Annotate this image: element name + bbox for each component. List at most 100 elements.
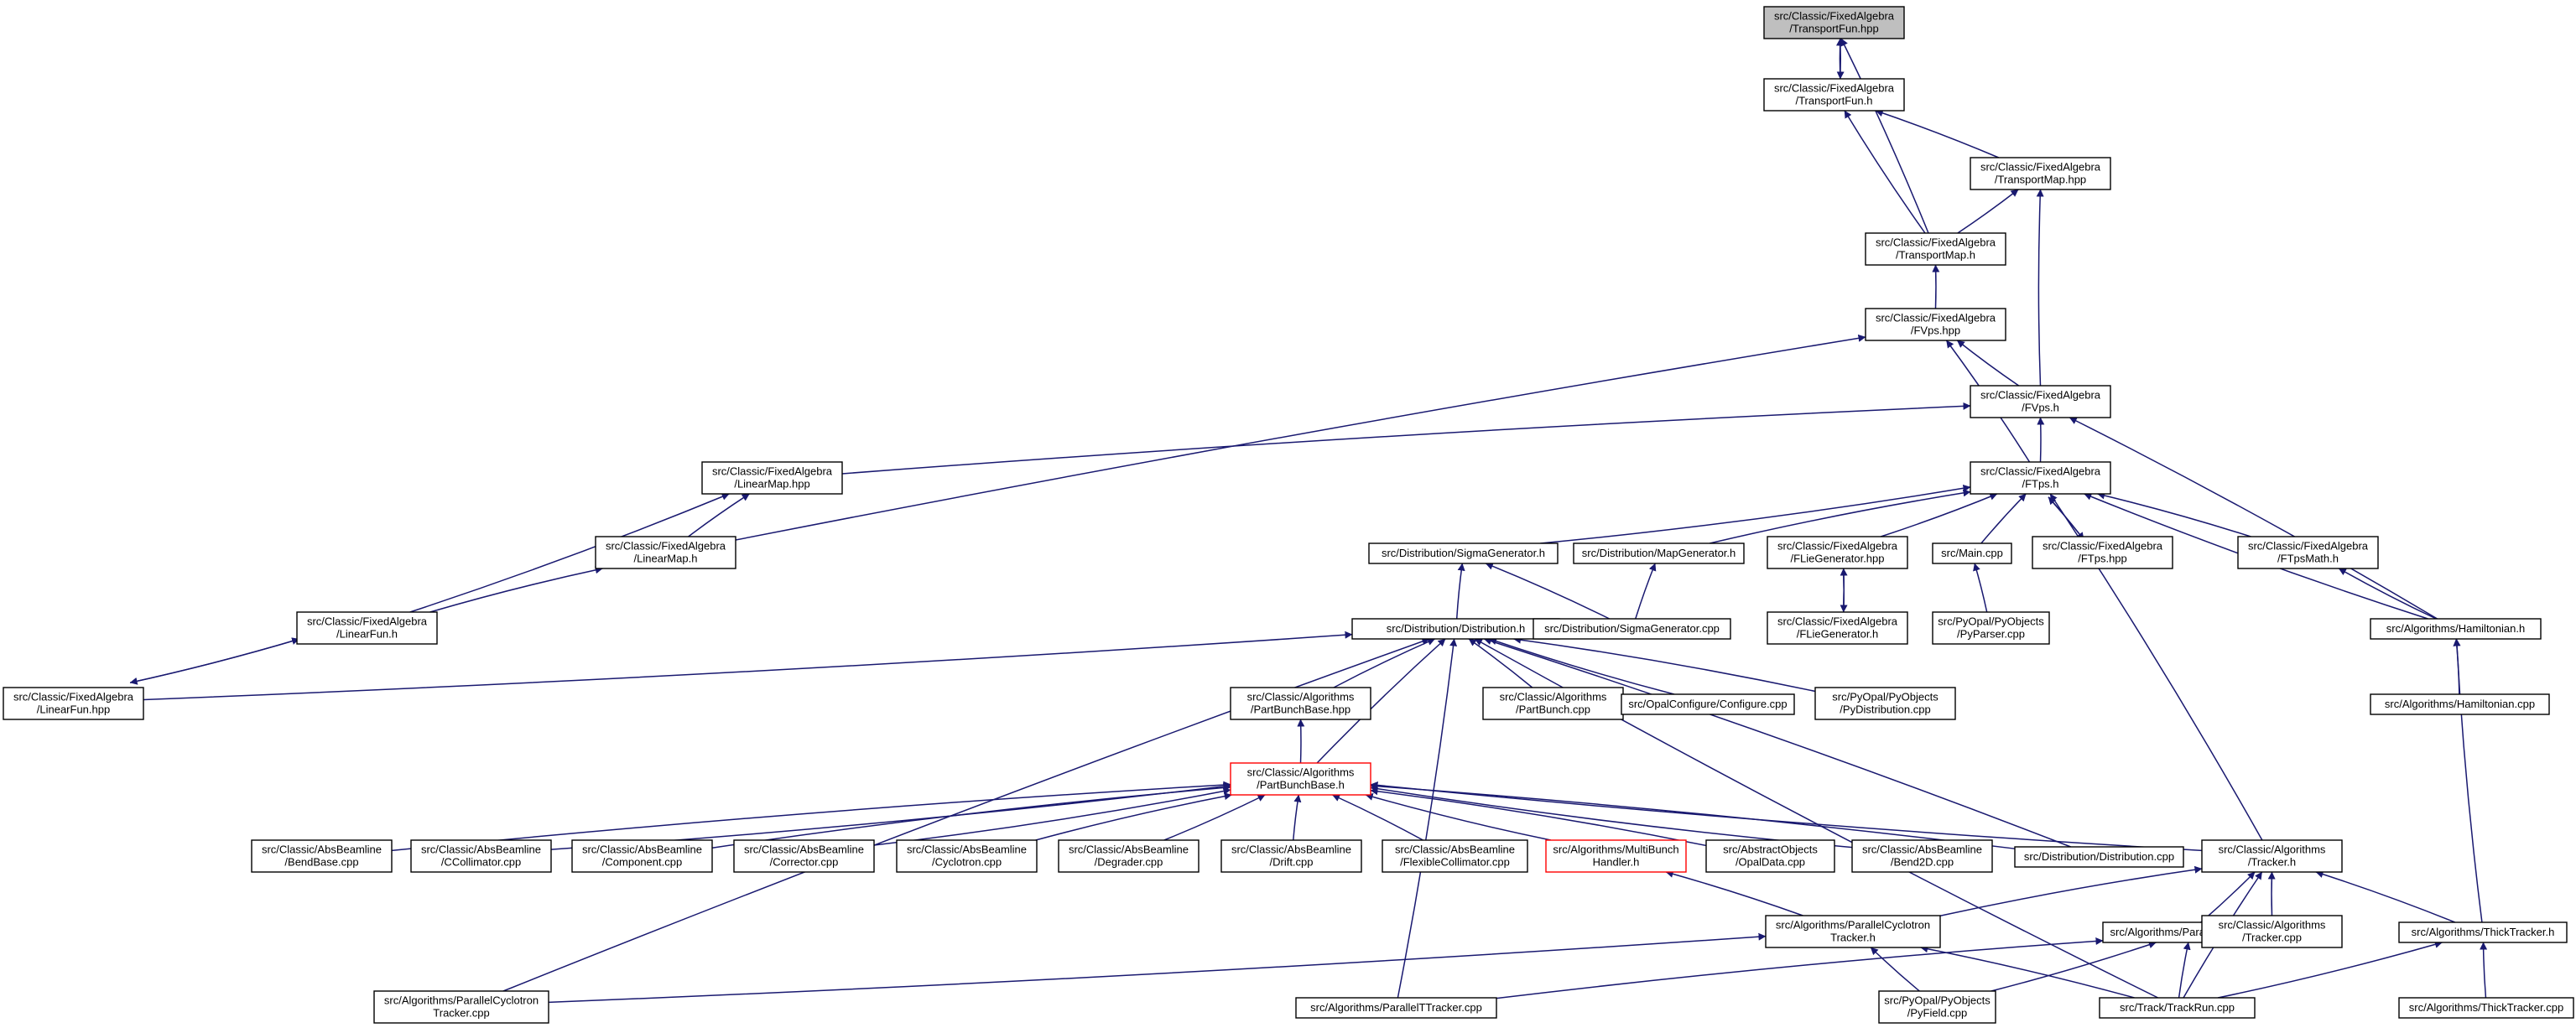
file-node[interactable]: src/Classic/FixedAlgebra/FTps.hpp [2032, 536, 2173, 569]
file-node[interactable]: src/Algorithms/ParallelCyclotronTracker.… [373, 990, 549, 1024]
node-label: src/Classic/FixedAlgebra [1774, 10, 1895, 23]
node-box [251, 839, 393, 873]
file-node[interactable]: src/Classic/FixedAlgebra/TransportMap.hp… [1970, 157, 2111, 190]
node-label: src/Classic/AbsBeamline [1069, 844, 1189, 856]
node-label: src/Classic/FixedAlgebra [606, 540, 726, 553]
edge-n7-to-n5 [841, 402, 1971, 475]
file-node[interactable]: src/Classic/AbsBeamline/CCollimator.cpp [410, 839, 552, 873]
file-node[interactable]: src/PyOpal/PyObjects/PyParser.cpp [1932, 611, 2050, 645]
file-node[interactable]: src/Track/TrackRun.cpp [2099, 997, 2256, 1019]
node-label: /Component.cpp [602, 856, 682, 869]
file-node[interactable]: src/Classic/FixedAlgebra/LinearFun.hpp [3, 687, 144, 720]
file-node[interactable]: src/Classic/Algorithms/PartBunchBase.h [1230, 762, 1371, 796]
file-node[interactable]: src/Classic/FixedAlgebra/TransportMap.h [1865, 232, 2006, 266]
edge-n46-to-n17 [1397, 638, 1458, 999]
edge-n41-to-n40 [1939, 865, 2203, 916]
file-node[interactable]: src/Classic/Algorithms/Tracker.h [2201, 839, 2343, 873]
edge-n18-to-n12 [1635, 563, 1657, 620]
node-label: src/Classic/FixedAlgebra [1876, 312, 1996, 324]
file-node[interactable]: src/PyOpal/PyObjects/PyDistribution.cpp [1814, 687, 1956, 720]
edge-n36-to-n27 [1365, 792, 1552, 841]
edge-n3-to-n1 [1844, 110, 1926, 234]
node-box [2032, 536, 2173, 569]
file-node[interactable]: src/Distribution/SigmaGenerator.cpp [1533, 618, 1731, 640]
edge-n45-to-n41 [548, 932, 1767, 1004]
node-label: src/Classic/AbsBeamline [262, 844, 382, 856]
node-box [1970, 461, 2111, 495]
file-node[interactable]: src/Classic/FixedAlgebra/FVps.h [1970, 385, 2111, 418]
file-node[interactable]: src/Classic/AbsBeamline/Component.cpp [571, 839, 713, 873]
file-node[interactable]: src/Classic/AbsBeamline/Bend2D.cpp [1851, 839, 1993, 873]
edge-n10-to-n9 [129, 637, 300, 683]
edge-n24-to-n17 [1468, 638, 1533, 688]
file-node[interactable]: src/Classic/FixedAlgebra/LinearMap.hpp [701, 461, 843, 495]
file-node[interactable]: src/Classic/FixedAlgebra/FLieGenerator.h [1767, 611, 1908, 645]
file-node[interactable]: src/Distribution/Distribution.cpp [2014, 846, 2184, 868]
file-node[interactable]: src/Classic/FixedAlgebra/TransportFun.hp… [1763, 6, 1905, 39]
node-box [2398, 997, 2574, 1019]
file-node[interactable]: src/Classic/FixedAlgebra/FVps.hpp [1865, 308, 2006, 341]
edge-n8-to-n4 [735, 334, 1866, 541]
file-node[interactable]: src/Algorithms/ParallelCyclotronTracker.… [1765, 915, 1941, 948]
file-node[interactable]: src/Algorithms/ThickTracker.cpp [2398, 997, 2574, 1019]
file-node[interactable]: src/Distribution/SigmaGenerator.h [1368, 542, 1559, 564]
node-label: src/Algorithms/ParallelCyclotron [1776, 919, 1930, 932]
file-node[interactable]: src/Classic/FixedAlgebra/FTpsMath.h [2237, 536, 2379, 569]
file-node[interactable]: src/OpalConfigure/Configure.cpp [1621, 693, 1795, 715]
edge-n44-to-n21 [2453, 638, 2483, 923]
node-box [1767, 536, 1908, 569]
node-label: /LinearFun.hpp [37, 703, 110, 716]
file-node[interactable]: src/Classic/FixedAlgebra/LinearMap.h [595, 536, 736, 569]
edge-n30-to-n27 [711, 784, 1231, 849]
edge-n9-to-n8 [429, 566, 603, 613]
file-node[interactable]: src/Algorithms/Hamiltonian.cpp [2370, 693, 2550, 715]
node-label: src/Distribution/MapGenerator.h [1582, 547, 1736, 559]
node-box [1970, 385, 2111, 418]
node-box [1533, 618, 1731, 640]
node-box [1814, 687, 1956, 720]
file-node[interactable]: src/Classic/FixedAlgebra/LinearFun.h [296, 611, 438, 645]
edge-n46-to-n42 [1496, 937, 2104, 999]
edge-n37-to-n27 [1370, 787, 1707, 847]
file-node[interactable]: src/Classic/FixedAlgebra/FTps.h [1970, 461, 2111, 495]
file-node[interactable]: src/Algorithms/Hamiltonian.h [2370, 618, 2542, 640]
file-node[interactable]: src/Classic/FixedAlgebra/TransportFun.h [1763, 78, 1905, 112]
file-node[interactable]: src/Distribution/Distribution.h [1351, 618, 1560, 640]
file-node[interactable]: src/Classic/Algorithms/PartBunchBase.hpp [1230, 687, 1371, 720]
file-node[interactable]: src/Classic/Algorithms/PartBunch.cpp [1482, 687, 1624, 720]
file-node[interactable]: src/Classic/AbsBeamline/BendBase.cpp [251, 839, 393, 873]
file-node[interactable]: src/Classic/FixedAlgebra/FLieGenerator.h… [1767, 536, 1908, 569]
node-box [571, 839, 713, 873]
file-node[interactable]: src/Classic/AbsBeamline/Corrector.cpp [733, 839, 875, 873]
node-label: /PartBunch.cpp [1516, 703, 1590, 716]
edge-n44-to-n40 [2315, 870, 2456, 923]
file-node[interactable]: src/Classic/Algorithms/Tracker.cpp [2201, 915, 2343, 948]
file-node[interactable]: src/Classic/AbsBeamline/Cyclotron.cpp [896, 839, 1038, 873]
node-box [1705, 839, 1835, 873]
edge-n33-to-n27 [1163, 794, 1266, 841]
file-node[interactable]: src/AbstractObjects/OpalData.cpp [1705, 839, 1835, 873]
node-label: src/Classic/Algorithms [2219, 919, 2326, 932]
edge-n13-to-n6 [1880, 493, 1998, 537]
file-node[interactable]: src/PyOpal/PyObjects/PyField.cpp [1878, 990, 1996, 1024]
file-node[interactable]: src/Classic/AbsBeamline/Drift.cpp [1220, 839, 1362, 873]
node-box [1878, 990, 1996, 1024]
node-box [1220, 839, 1362, 873]
node-box [1767, 611, 1908, 645]
node-box [896, 839, 1038, 873]
edge-n9-to-n10 [129, 638, 299, 685]
file-node[interactable]: src/Algorithms/ThickTracker.h [2398, 921, 2568, 943]
file-node[interactable]: src/Classic/AbsBeamline/Degrader.cpp [1058, 839, 1200, 873]
node-label: /CCollimator.cpp [441, 856, 521, 869]
node-label: src/Classic/Algorithms [2219, 844, 2326, 856]
file-node[interactable]: src/Distribution/MapGenerator.h [1573, 542, 1745, 564]
node-box [1932, 611, 2050, 645]
node-label: /Drift.cpp [1269, 856, 1313, 869]
file-node[interactable]: src/Main.cpp [1932, 542, 2012, 564]
node-box [2014, 846, 2184, 868]
node-box [1763, 6, 1905, 39]
node-box [1058, 839, 1200, 873]
file-node[interactable]: src/Classic/AbsBeamline/FlexibleCollimat… [1382, 839, 1528, 873]
file-node[interactable]: src/Algorithms/ParallelTTracker.cpp [1295, 997, 1497, 1019]
